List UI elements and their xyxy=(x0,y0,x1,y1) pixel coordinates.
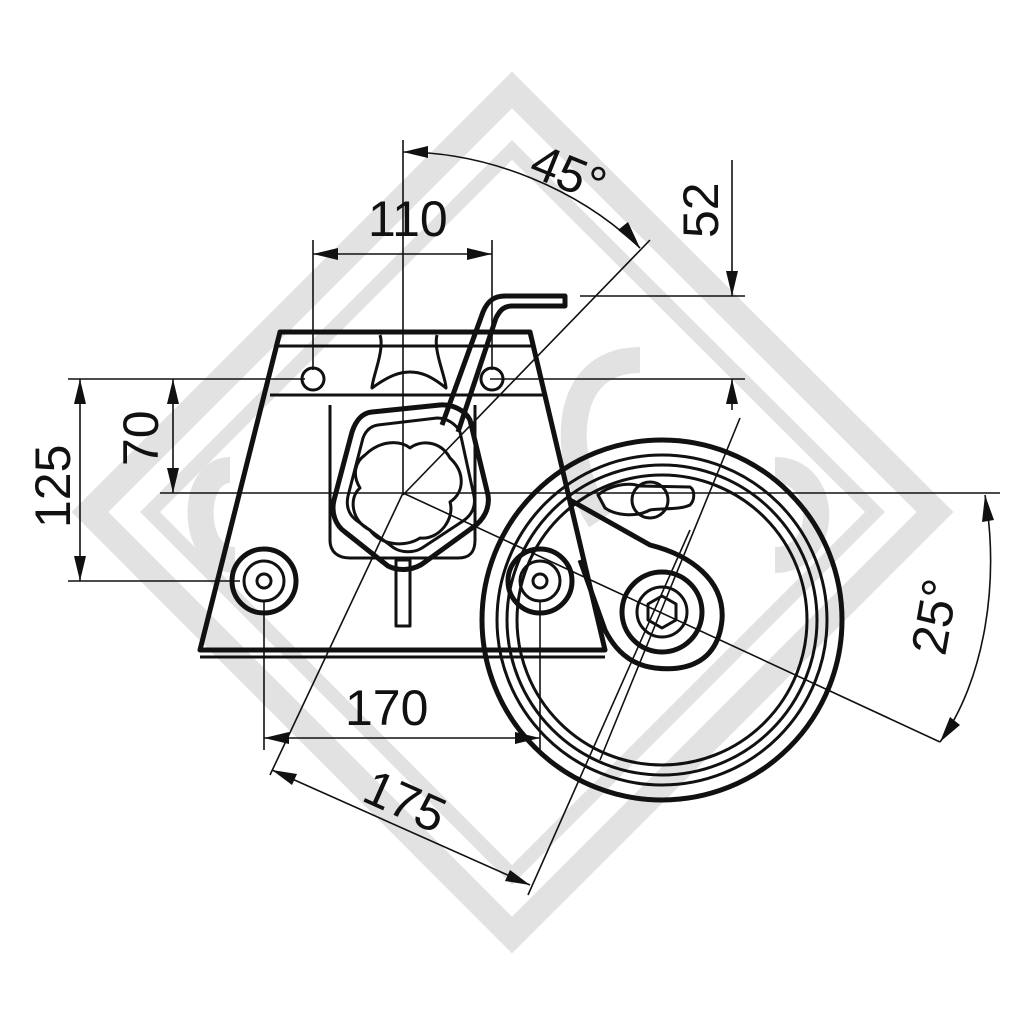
wheel-fork xyxy=(568,480,725,672)
post-slot xyxy=(394,558,412,628)
mounting-hole-top-left xyxy=(300,366,326,392)
dim-width-top: 110 xyxy=(368,191,448,247)
wheel xyxy=(479,437,845,803)
dimension-lines xyxy=(68,140,1000,896)
dim-angle-right: 25° xyxy=(901,575,969,659)
dim-height-left-outer: 125 xyxy=(25,445,81,528)
dim-height-right-top: 52 xyxy=(673,182,729,238)
dim-height-left-inner: 70 xyxy=(113,410,169,466)
clamp-body xyxy=(330,402,491,572)
watermark-logo xyxy=(71,71,954,954)
dim-width-bottom-horizontal: 170 xyxy=(345,680,428,736)
dim-angle-top: 45° xyxy=(523,133,614,213)
crank-handle xyxy=(439,293,568,433)
dim-width-bottom-angled: 175 xyxy=(356,759,455,844)
